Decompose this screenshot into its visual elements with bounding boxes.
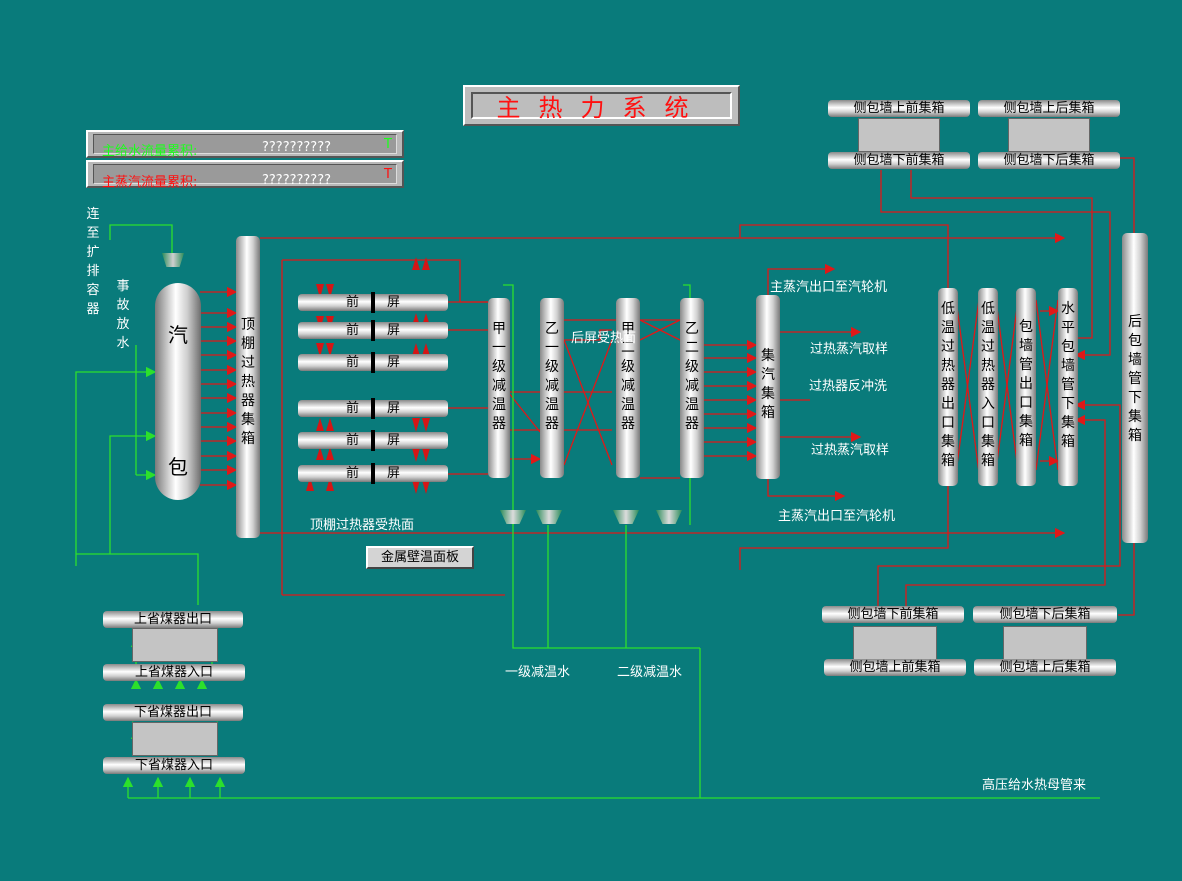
screen-label: 屏 — [387, 355, 401, 370]
side-wall-top-right-xbox — [1008, 118, 1090, 152]
screen-divider — [371, 292, 375, 313]
lower-economizer-outlet[interactable]: 下省煤器出口 — [103, 704, 243, 721]
screen-front-label: 前 — [346, 433, 360, 448]
side-wall-top-left-xbox — [858, 118, 940, 152]
spray-valve-2[interactable] — [536, 510, 562, 524]
a-stage1-label: 甲一级减温器 — [492, 321, 506, 432]
spray-valve-4[interactable] — [656, 510, 682, 524]
screen-label: 屏 — [387, 433, 401, 448]
sh-sample-2-label: 过热蒸汽取样 — [811, 443, 890, 458]
roof-superheater-header-label: 顶棚过热器集箱 — [241, 317, 255, 447]
drum-label-top: 汽 — [168, 323, 188, 347]
spray-valve-3[interactable] — [613, 510, 639, 524]
main-steam-out-bottom-label: 主蒸汽出口至汽轮机 — [778, 509, 896, 524]
side-wall-top-left-upper[interactable]: 侧包墙上前集箱 — [828, 100, 970, 117]
a-stage2-label: 甲二级减温器 — [621, 321, 635, 432]
rear-lower-header[interactable]: 后包墙管下集箱 — [1122, 233, 1148, 543]
screen-label: 屏 — [387, 401, 401, 416]
emergency-drain-label: 事故放水 — [116, 279, 130, 351]
screen-label: 屏 — [387, 323, 401, 338]
steam-total-unit: T — [384, 167, 392, 182]
screen-divider — [371, 320, 375, 341]
b-stage1-label: 乙一级减温器 — [545, 321, 559, 432]
screen-label: 屏 — [387, 466, 401, 481]
steam-total-panel: 主蒸汽流量累积: ?????????? T — [86, 160, 404, 190]
side-wall-bottom-right-upper[interactable]: 侧包墙下后集箱 — [973, 606, 1117, 623]
side-wall-bottom-left-upper[interactable]: 侧包墙下前集箱 — [822, 606, 964, 623]
b-stage1-desuperheater[interactable]: 乙一级减温器 — [540, 298, 564, 478]
screen-front-label: 前 — [346, 295, 360, 310]
lt-outlet-label: 低温过热器出口集箱 — [941, 301, 955, 469]
upper-economizer-inlet[interactable]: 上省煤器入口 — [103, 664, 245, 681]
feedwater-total-value: ?????????? — [262, 140, 331, 155]
roof-superheater-header[interactable]: 顶棚过热器集箱 — [236, 236, 260, 538]
side-wall-top-right-upper[interactable]: 侧包墙上后集箱 — [978, 100, 1120, 117]
pipe-outlet-header[interactable]: 包墙管出口集箱 — [1016, 288, 1036, 486]
upper-economizer-xbox — [132, 628, 218, 662]
drum-vent-valve[interactable] — [162, 253, 184, 267]
feedwater-total-unit: T — [384, 137, 392, 152]
screen-front-label: 前 — [346, 355, 360, 370]
screen-divider — [371, 398, 375, 419]
steam-drum[interactable]: 汽 包 — [155, 283, 201, 500]
steam-collector-header[interactable]: 集汽集箱 — [756, 295, 780, 479]
a-stage1-desuperheater[interactable]: 甲一级减温器 — [488, 298, 510, 478]
screen-divider — [371, 430, 375, 451]
screen-pipe-3[interactable]: 前 屏 — [298, 352, 448, 373]
feedwater-total-label: 主给水流量累积: — [102, 144, 198, 159]
rear-screen-label: 后屏受热面 — [571, 331, 637, 346]
screen-front-label: 前 — [346, 323, 360, 338]
screen-pipe-6[interactable]: 前 屏 — [298, 463, 448, 484]
main-steam-out-top-label: 主蒸汽出口至汽轮机 — [770, 280, 888, 295]
side-wall-bottom-right-xbox — [1003, 626, 1087, 660]
lt-inlet-header[interactable]: 低温过热器入口集箱 — [978, 288, 998, 486]
screen-divider — [371, 352, 375, 373]
steam-collector-label: 集汽集箱 — [761, 348, 775, 421]
side-wall-bottom-left-lower[interactable]: 侧包墙上前集箱 — [824, 659, 966, 676]
screen-front-label: 前 — [346, 466, 360, 481]
hp-feedwater-label: 高压给水热母管来 — [982, 778, 1087, 793]
side-wall-bottom-right-lower[interactable]: 侧包墙上后集箱 — [974, 659, 1116, 676]
sh-sample-1-label: 过热蒸汽取样 — [810, 342, 889, 357]
metal-wall-temp-button[interactable]: 金属壁温面板 — [366, 546, 474, 569]
side-wall-bottom-left-xbox — [853, 626, 937, 660]
b-stage2-desuperheater[interactable]: 乙二级减温器 — [680, 298, 704, 478]
lower-economizer-xbox — [132, 722, 218, 756]
screen-pipe-5[interactable]: 前 屏 — [298, 430, 448, 451]
title-panel: 主热力系统 — [463, 85, 740, 126]
screen-pipe-4[interactable]: 前 屏 — [298, 398, 448, 419]
feedwater-total-panel: 主给水流量累积: ?????????? T — [86, 130, 404, 159]
screen-divider — [371, 463, 375, 484]
lt-inlet-label: 低温过热器入口集箱 — [981, 301, 995, 469]
screen-label: 屏 — [387, 295, 401, 310]
a-stage2-desuperheater[interactable]: 甲二级减温器 — [616, 298, 640, 478]
horizontal-lower-label: 水平包墙管下集箱 — [1061, 301, 1075, 450]
steam-total-label: 主蒸汽流量累积: — [102, 175, 198, 190]
pipe-outlet-label: 包墙管出口集箱 — [1019, 319, 1033, 449]
side-wall-top-left-lower[interactable]: 侧包墙下前集箱 — [828, 152, 970, 169]
spray-valve-1[interactable] — [500, 510, 526, 524]
screen-pipe-1[interactable]: 前 屏 — [298, 292, 448, 313]
to-expansion-label: 连至扩排容器 — [86, 207, 100, 317]
roof-surface-label: 顶棚过热器受热面 — [310, 518, 415, 533]
rear-lower-label: 后包墙管下集箱 — [1128, 314, 1142, 444]
screen-pipe-2[interactable]: 前 屏 — [298, 320, 448, 341]
drum-label-bottom: 包 — [168, 455, 188, 479]
horizontal-lower-header[interactable]: 水平包墙管下集箱 — [1058, 288, 1078, 486]
lt-outlet-header[interactable]: 低温过热器出口集箱 — [938, 288, 958, 486]
screen-front-label: 前 — [346, 401, 360, 416]
sh-backwash-label: 过热器反冲洗 — [809, 379, 888, 394]
b-stage2-label: 乙二级减温器 — [685, 321, 699, 432]
side-wall-top-right-lower[interactable]: 侧包墙下后集箱 — [978, 152, 1120, 169]
upper-economizer-outlet[interactable]: 上省煤器出口 — [103, 611, 243, 628]
desuper-water-1-label: 一级减温水 — [505, 665, 571, 680]
desuper-water-2-label: 二级减温水 — [617, 665, 683, 680]
page-title: 主热力系统 — [471, 92, 732, 122]
steam-total-value: ?????????? — [262, 173, 331, 188]
lower-economizer-inlet[interactable]: 下省煤器入口 — [103, 757, 245, 774]
